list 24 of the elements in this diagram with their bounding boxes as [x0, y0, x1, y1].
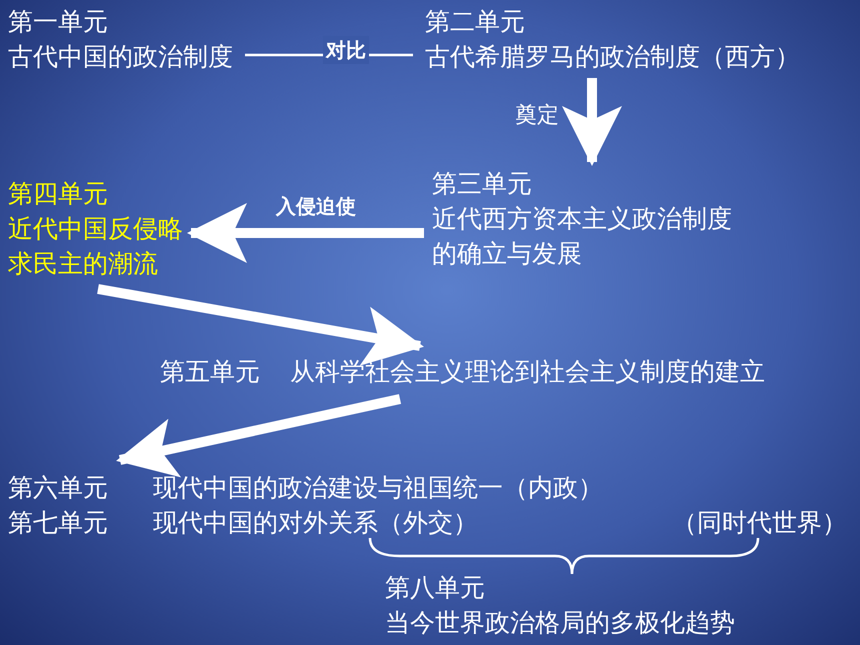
unit-title: 近代中国反侵略求民主的潮流	[8, 213, 184, 280]
unit-heading: 第五单元	[160, 356, 260, 388]
unit-title: 近代西方资本主义政治制度的确立与发展	[432, 203, 732, 270]
note-text: （同时代世界）	[672, 507, 847, 539]
edge-label: 奠定	[515, 102, 559, 130]
unit-title: 古代希腊罗马的政治制度（西方）	[425, 41, 800, 73]
arrow	[116, 394, 402, 478]
unit-title: 现代中国的对外关系（外交）	[153, 507, 478, 539]
unit-heading: 第二单元	[425, 6, 526, 38]
unit-heading: 第七单元	[8, 507, 109, 539]
arrow	[97, 284, 424, 366]
unit-heading: 第八单元	[385, 572, 486, 604]
unit-title: 当今世界政治格局的多极化趋势	[385, 607, 735, 639]
arrow	[187, 203, 424, 263]
edge-label: 入侵迫使	[276, 193, 356, 220]
unit-heading: 第一单元	[8, 6, 109, 38]
unit-title: 现代中国的政治建设与祖国统一（内政）	[153, 472, 603, 504]
unit-title: 古代中国的政治制度	[8, 41, 233, 73]
edge-label: 对比	[323, 36, 369, 64]
unit-title: 从科学社会主义理论到社会主义制度的建立	[290, 356, 765, 388]
arrow	[562, 78, 622, 166]
unit-heading: 第六单元	[8, 472, 109, 504]
unit-heading: 第四单元	[8, 178, 109, 210]
unit-heading: 第三单元	[432, 168, 533, 200]
